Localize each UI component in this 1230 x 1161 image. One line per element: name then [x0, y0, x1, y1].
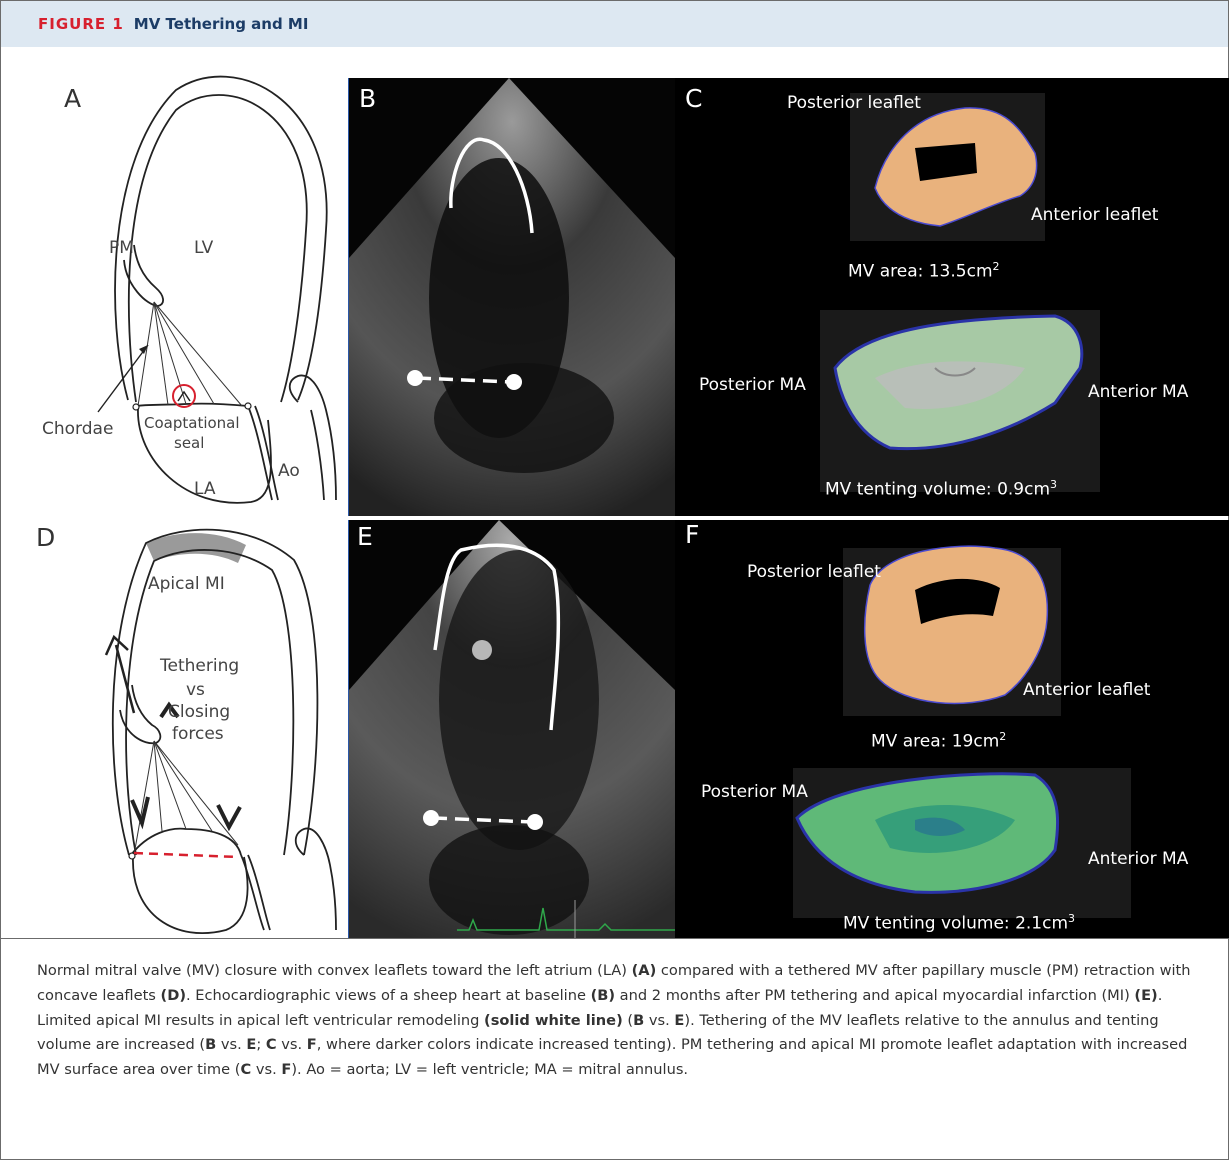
panel-c-posterior-leaflet: Posterior leaflet [787, 93, 921, 113]
panel-d-tethering-label: Tethering [159, 656, 239, 676]
panel-f-posterior-ma: Posterior MA [701, 782, 808, 802]
panel-c-posterior-ma: Posterior MA [699, 375, 806, 395]
panel-f-mv-area: MV area: 19cm2 [871, 730, 1006, 752]
panel-a-schematic: PM LV Chordae Coaptational seal LA Ao [36, 70, 346, 515]
panel-f-tenting-volume: MV tenting volume: 2.1cm3 [843, 912, 1075, 934]
panel-e-echo-image [349, 520, 675, 938]
panel-d-forces-label: forces [172, 724, 224, 744]
panel-b-echo: B [348, 78, 675, 516]
figure-header: FIGURE 1 MV Tethering and MI [1, 1, 1228, 47]
panel-e-echo: E [348, 520, 675, 938]
panel-d: D Apical MI Tethering vs Closi [36, 515, 346, 935]
panel-f-anterior-leaflet: Anterior leaflet [1023, 680, 1150, 700]
panel-f-anterior-ma: Anterior MA [1088, 849, 1188, 869]
panel-b-echo-image [349, 78, 675, 516]
panel-c-tenting-volume: MV tenting volume: 0.9cm3 [825, 478, 1057, 500]
panel-d-apical-mi-label: Apical MI [148, 574, 225, 594]
panel-f-label: F [685, 520, 699, 549]
panel-a-chordae-label: Chordae [42, 419, 113, 439]
panel-f-posterior-leaflet: Posterior leaflet [747, 562, 881, 582]
panel-a: A [36, 70, 346, 515]
panel-b-label: B [359, 84, 376, 113]
panel-f-3d-image [675, 520, 1229, 938]
panel-c-label: C [685, 84, 702, 113]
panel-f-3d: F Posterior leaflet Anterior leaflet MV … [675, 520, 1229, 938]
panel-c-3d-image [675, 78, 1229, 516]
panel-d-vs-label: vs [186, 680, 205, 700]
panel-a-ao-label: Ao [278, 461, 300, 481]
figure-number: FIGURE 1 [38, 15, 124, 33]
figure-title: MV Tethering and MI [134, 15, 309, 33]
panel-d-closing-label: Closing [168, 702, 230, 722]
panel-c-3d: C Posterior leaflet Anterior leaflet MV … [675, 78, 1229, 516]
panel-e-label: E [357, 522, 373, 551]
panel-a-pm-label: PM [109, 238, 134, 258]
panel-c-anterior-ma: Anterior MA [1088, 382, 1188, 402]
panel-a-seal-label: seal [174, 434, 204, 452]
panel-c-anterior-leaflet: Anterior leaflet [1031, 205, 1158, 225]
panel-a-lv-label: LV [194, 238, 214, 258]
figure-caption: Normal mitral valve (MV) closure with co… [37, 959, 1197, 1083]
panel-a-la-label: LA [194, 479, 216, 499]
caption-divider [1, 938, 1228, 939]
panel-a-coaptational-label: Coaptational [144, 414, 240, 432]
panel-c-mv-area: MV area: 13.5cm2 [848, 260, 1000, 282]
panel-d-schematic: Apical MI Tethering vs Closing forces [36, 515, 346, 935]
